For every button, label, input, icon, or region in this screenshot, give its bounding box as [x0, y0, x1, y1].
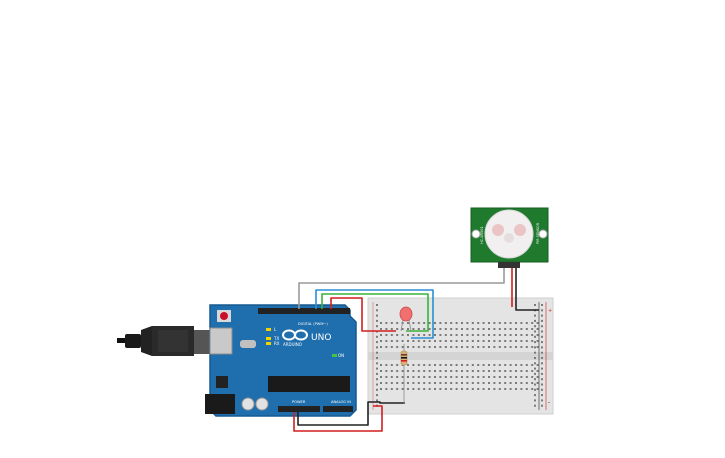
digital-header: [258, 308, 350, 314]
wire-blue[interactable]: [315, 289, 434, 339]
rail-minus-label: -: [548, 399, 550, 406]
digital-label: DIGITAL (PWM~): [298, 322, 328, 326]
wire-black-pir[interactable]: [515, 268, 539, 311]
reset-button[interactable]: [220, 312, 228, 320]
wire-red-5v[interactable]: [293, 405, 383, 432]
arduino-logo-icon: [282, 329, 308, 341]
rail-plus-label: +: [548, 308, 552, 314]
wire-gray[interactable]: [298, 268, 505, 309]
tx-led: [266, 337, 271, 340]
pir-left-text: HC-SR501: [480, 226, 484, 244]
rx-led: [266, 342, 271, 345]
atmega-chip: [268, 376, 350, 392]
usb-cable[interactable]: [117, 326, 214, 356]
arduino-uno-board[interactable]: L TX RX ON ARDUINO UNO DIGITAL (PWM~) PO…: [205, 304, 357, 417]
l-led: [266, 328, 271, 331]
on-led: [332, 354, 337, 357]
wire-black-gnd[interactable]: [297, 401, 405, 426]
led[interactable]: [399, 306, 413, 332]
power-header: [278, 406, 320, 412]
on-label: ON: [338, 353, 344, 358]
resistor[interactable]: [400, 350, 408, 366]
arduino-model: UNO: [311, 333, 331, 343]
arduino-brand: ARDUINO: [283, 342, 302, 347]
wire-green[interactable]: [321, 293, 429, 332]
rx-label: RX: [274, 341, 280, 346]
tx-label: TX: [273, 336, 279, 341]
l-label: L: [274, 327, 277, 332]
pir-right-text: PIR SENSOR: [536, 222, 540, 244]
pir-sensor[interactable]: HC-SR501 PIR SENSOR: [470, 207, 549, 268]
analog-label: ANALOG IN: [331, 400, 351, 404]
wires: [293, 268, 539, 432]
wire-red-led[interactable]: [330, 297, 396, 332]
analog-header: [323, 406, 353, 412]
breadboard: + -: [367, 297, 554, 415]
power-label: POWER: [292, 400, 306, 404]
